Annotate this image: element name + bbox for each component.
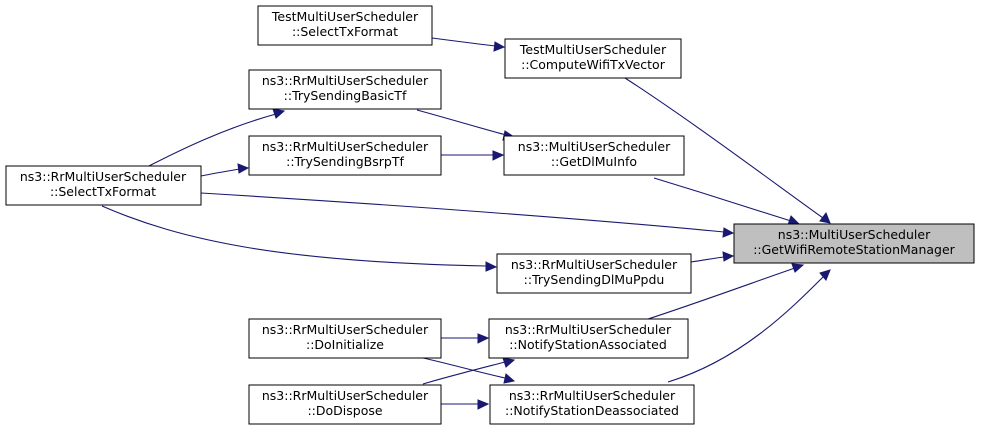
node-test-select-tx-format[interactable]: TestMultiUserScheduler ::SelectTxFormat — [257, 5, 433, 46]
edge-dodispose-to-notifystationassociated — [422, 357, 516, 385]
edge-computewifitxvector-to-getwifiremotestationmanager — [624, 77, 831, 224]
node-label-line1: ns3::RrMultiUserScheduler — [262, 322, 429, 337]
edge-test-selecttxformat-to-computewifitxvector — [431, 37, 506, 52]
node-mu-get-wifi-remote-station-manager[interactable]: ns3::MultiUserScheduler ::GetWifiRemoteS… — [733, 223, 975, 264]
edge-rrselecttxformat-to-trysendingbsrptf — [200, 163, 250, 177]
node-rr-try-sending-bsrp-tf[interactable]: ns3::RrMultiUserScheduler ::TrySendingBs… — [248, 135, 442, 176]
node-label-line2: ::SelectTxFormat — [50, 184, 156, 199]
node-layer: TestMultiUserScheduler ::SelectTxFormat … — [5, 5, 975, 425]
edge-notifystationassociated-to-getwifiremotestationmanager — [647, 263, 805, 320]
edge-doinitialize-to-notifystationdeassociated — [422, 357, 516, 384]
node-label-line2: ::GetDlMuInfo — [551, 154, 637, 169]
node-label-line1: ns3::RrMultiUserScheduler — [20, 169, 187, 184]
node-label-line2: ::NotifyStationAssociated — [509, 337, 667, 352]
node-label-line2: ::ComputeWifiTxVector — [521, 57, 666, 72]
node-label-line1: ns3::RrMultiUserScheduler — [505, 322, 672, 337]
edge-notifystationdeassociated-to-getwifiremotestationmanager — [667, 269, 831, 383]
node-label-line1: ns3::MultiUserScheduler — [778, 227, 931, 242]
node-rr-do-dispose[interactable]: ns3::RrMultiUserScheduler ::DoDispose — [248, 384, 442, 425]
node-test-compute-wifi-tx-vector[interactable]: TestMultiUserScheduler ::ComputeWifiTxVe… — [504, 38, 682, 79]
node-label-line2: ::TrySendingDlMuPpdu — [524, 272, 665, 287]
edge-dodispose-to-notifystationdeassociated — [441, 399, 490, 410]
node-label-line2: ::TrySendingBasicTf — [284, 88, 407, 103]
node-label-line1: ns3::RrMultiUserScheduler — [262, 73, 429, 88]
node-label-line2: ::NotifyStationDeassociated — [505, 403, 679, 418]
node-rr-notify-station-associated[interactable]: ns3::RrMultiUserScheduler ::NotifyStatio… — [488, 318, 689, 359]
node-label-line1: ns3::MultiUserScheduler — [518, 139, 671, 154]
edge-trysendingbsrptf-to-getdlmuinfo — [441, 150, 505, 161]
node-label-line1: ns3::RrMultiUserScheduler — [509, 388, 676, 403]
node-mu-get-dl-mu-info[interactable]: ns3::MultiUserScheduler ::GetDlMuInfo — [503, 135, 685, 176]
edge-rrselecttxformat-to-trysendingdlmuppdu — [101, 205, 498, 272]
edge-rrselecttxformat-to-getwifiremotestationmanager — [200, 192, 735, 238]
node-label-line1: ns3::RrMultiUserScheduler — [262, 139, 429, 154]
node-rr-try-sending-basic-tf[interactable]: ns3::RrMultiUserScheduler ::TrySendingBa… — [248, 69, 442, 110]
node-label-line2: ::SelectTxFormat — [292, 24, 398, 39]
edge-doinitialize-to-notifystationassociated — [441, 333, 490, 344]
node-label-line1: ns3::RrMultiUserScheduler — [262, 388, 429, 403]
node-label-line2: ::TrySendingBsrpTf — [286, 154, 404, 169]
node-label-line1: TestMultiUserScheduler — [271, 9, 419, 24]
node-rr-try-sending-dl-mu-ppdu[interactable]: ns3::RrMultiUserScheduler ::TrySendingDl… — [496, 253, 692, 294]
node-label-line2: ::DoInitialize — [306, 337, 384, 352]
node-rr-select-tx-format[interactable]: ns3::RrMultiUserScheduler ::SelectTxForm… — [5, 165, 202, 206]
edge-layer — [101, 37, 831, 410]
edge-rrselecttxformat-to-trysendingbasictf — [144, 108, 286, 169]
node-rr-notify-station-deassociated[interactable]: ns3::RrMultiUserScheduler ::NotifyStatio… — [489, 384, 695, 425]
node-label-line1: TestMultiUserScheduler — [519, 42, 667, 57]
node-label-line2: ::GetWifiRemoteStationManager — [753, 242, 955, 257]
edge-trysendingdlmuppdu-to-getwifiremotestationmanager — [690, 251, 735, 263]
node-rr-do-initialize[interactable]: ns3::RrMultiUserScheduler ::DoInitialize — [248, 318, 442, 359]
node-label-line2: ::DoDispose — [307, 403, 382, 418]
node-label-line1: ns3::RrMultiUserScheduler — [511, 257, 678, 272]
